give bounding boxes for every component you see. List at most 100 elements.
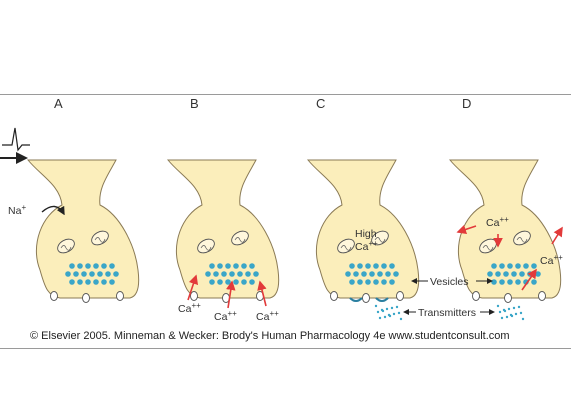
vesicle-dot xyxy=(93,263,99,269)
vesicle-dot xyxy=(349,263,355,269)
action-potential-icon xyxy=(2,127,30,152)
bottom-divider xyxy=(0,348,571,349)
copyright-caption: © Elsevier 2005. Minneman & Wecker: Brod… xyxy=(30,330,510,342)
vesicle-dot xyxy=(233,263,239,269)
vesicle-dot xyxy=(109,279,115,285)
fusing-vesicle-icon xyxy=(375,297,389,302)
vesicle-dot xyxy=(213,271,219,277)
sodium-influx-arrow xyxy=(41,205,65,216)
vesicle-dot xyxy=(233,279,239,285)
vesicle-dot xyxy=(217,263,223,269)
vesicle-dot xyxy=(105,271,111,277)
transmitter-dot xyxy=(498,310,502,314)
fusing-vesicle-icon xyxy=(349,297,363,302)
vesicle-dot xyxy=(381,263,387,269)
ion-channel-icon xyxy=(82,293,90,303)
vesicle-dot xyxy=(349,279,355,285)
vesicle-dot xyxy=(519,271,525,277)
transmitter-dot xyxy=(383,315,387,319)
vesicle-dot xyxy=(77,263,83,269)
transmitter-dot xyxy=(378,316,382,320)
calcium-influx-arrow-3 xyxy=(257,280,267,307)
transmitter-dot xyxy=(507,307,511,311)
vesicle-dot xyxy=(389,263,395,269)
vesicle-dot xyxy=(73,271,79,277)
transmitter-dot xyxy=(500,316,504,320)
ion-channel-icon xyxy=(504,293,512,303)
transmitter-dot xyxy=(385,307,389,311)
calcium-label-b1: Ca++ xyxy=(178,301,201,315)
vesicle-dot xyxy=(531,279,537,285)
vesicle-dot xyxy=(373,279,379,285)
mitochondrion-icon xyxy=(371,230,389,246)
transmitter-dot xyxy=(392,312,396,316)
vesicle-dot xyxy=(495,271,501,277)
vesicle-dot xyxy=(491,263,497,269)
vesicle-dot xyxy=(205,271,211,277)
transmitter-dot xyxy=(390,306,394,310)
vesicle-dot xyxy=(531,263,537,269)
vesicle-dot xyxy=(249,279,255,285)
vesicle-dot xyxy=(253,271,259,277)
mitochondrion-icon xyxy=(57,238,75,254)
vesicle-dot xyxy=(507,279,513,285)
vesicle-dot xyxy=(229,271,235,277)
sodium-label: Na+ xyxy=(8,203,26,217)
vesicle-dot xyxy=(377,271,383,277)
transmitter-dot xyxy=(374,304,378,308)
vesicle-dot xyxy=(365,279,371,285)
vesicles-label: Vesicles xyxy=(430,276,469,288)
transmitter-dot xyxy=(514,312,518,316)
vesicle-dot xyxy=(249,263,255,269)
vesicle-dot xyxy=(113,271,119,277)
vesicle-dot xyxy=(241,279,247,285)
vesicle-dot xyxy=(97,271,103,277)
ion-channel-icon xyxy=(396,291,404,301)
vesicle-dot xyxy=(535,271,541,277)
vesicle-dot xyxy=(221,271,227,277)
vesicle-dot xyxy=(237,271,243,277)
vesicle-dot xyxy=(85,279,91,285)
terminal-b xyxy=(166,159,280,303)
calcium-label-b3: Ca++ xyxy=(256,309,279,323)
top-divider xyxy=(0,94,571,95)
vesicle-dot xyxy=(487,271,493,277)
calcium-label-b2: Ca++ xyxy=(214,309,237,323)
calcium-efflux-arrow-3 xyxy=(551,226,563,245)
nerve-terminals xyxy=(26,159,562,321)
transmitter-dot xyxy=(512,306,516,310)
vesicle-dot xyxy=(393,271,399,277)
vesicle-dot xyxy=(209,263,215,269)
vesicle-dot xyxy=(109,263,115,269)
vesicle-dot xyxy=(225,279,231,285)
transmitter-dot xyxy=(395,305,399,309)
ion-channel-icon xyxy=(116,291,124,301)
vesicle-dot xyxy=(353,271,359,277)
vesicle-dot xyxy=(511,271,517,277)
vesicle-dot xyxy=(389,279,395,285)
vesicle-dot xyxy=(507,263,513,269)
mitochondrion-icon xyxy=(513,230,531,246)
vesicle-dot xyxy=(217,279,223,285)
ion-channel-icon xyxy=(538,291,546,301)
vesicle-dot xyxy=(101,263,107,269)
transmitter-dot xyxy=(505,315,509,319)
vesicle-dot xyxy=(499,279,505,285)
calcium-label-d1: Ca++ xyxy=(486,215,509,229)
vesicle-dot xyxy=(245,271,251,277)
vesicle-dot xyxy=(89,271,95,277)
mitochondrion-icon xyxy=(91,230,109,246)
transmitter-dot xyxy=(397,311,401,315)
mitochondrion-icon xyxy=(231,230,249,246)
vesicle-dot xyxy=(209,279,215,285)
vesicle-dot xyxy=(523,263,529,269)
transmitter-dot xyxy=(376,310,380,314)
ion-channel-icon xyxy=(472,291,480,301)
transmitter-dot xyxy=(387,313,391,317)
ion-channel-icon xyxy=(190,291,198,301)
vesicle-dot xyxy=(515,263,521,269)
vesicle-dot xyxy=(369,271,375,277)
vesicle-dot xyxy=(503,271,509,277)
panel-letter-a: A xyxy=(54,96,63,111)
